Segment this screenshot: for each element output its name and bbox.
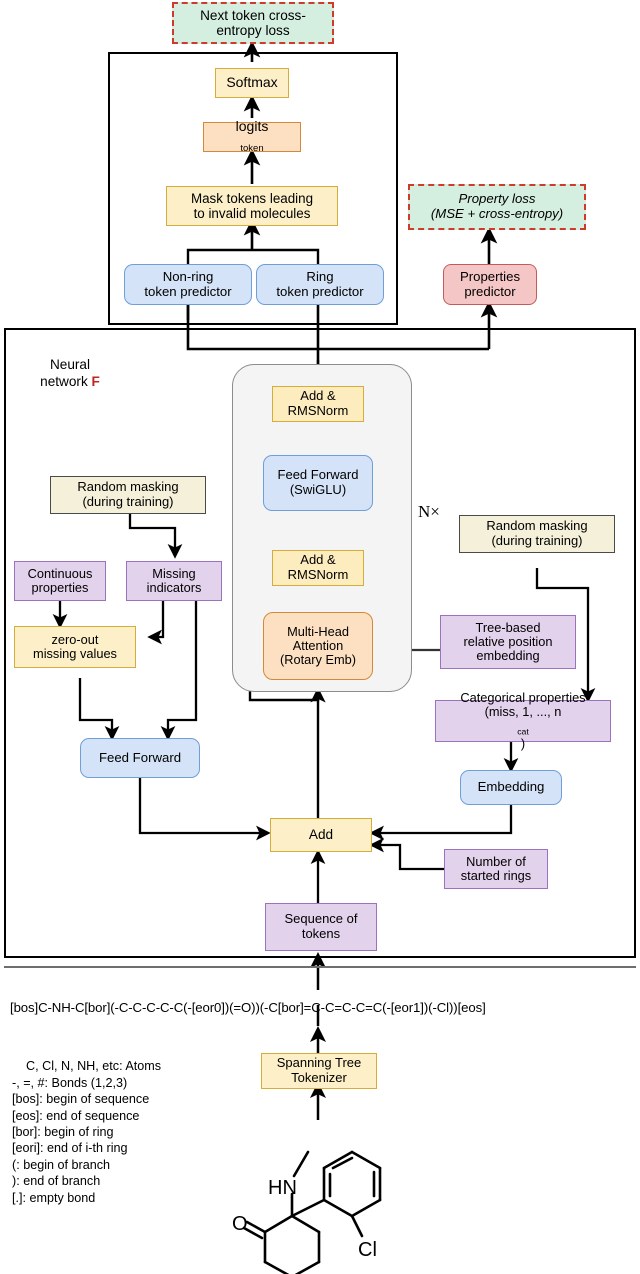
nonring-token-predictor-label: Non-ring token predictor — [144, 268, 232, 299]
prediction-head-frame — [108, 52, 398, 325]
spanning-tree-tokenizer-label: Spanning Tree Tokenizer — [276, 1055, 362, 1085]
atom-label-HN: HN — [268, 1177, 297, 1199]
tree-position-embedding-label: Tree-based relative position embedding — [463, 619, 553, 664]
repeat-marker-label: N× — [418, 502, 440, 521]
categorical-properties-line1: Categorical properties — [460, 689, 586, 705]
atom-label-O: O — [232, 1213, 248, 1235]
ring-token-predictor-label: Ring token predictor — [276, 268, 364, 299]
softmax-label: Softmax — [226, 74, 278, 91]
softmax-box: Softmax — [215, 68, 289, 98]
embedding-box: Embedding — [460, 770, 562, 805]
neural-network-frame — [4, 328, 636, 958]
ncat-subscript: cat — [517, 726, 529, 737]
add-label: Add — [308, 827, 334, 843]
spanning-tree-tokenizer-box: Spanning Tree Tokenizer — [261, 1053, 377, 1089]
missing-indicators-label: Missing indicators — [146, 565, 202, 595]
add-box: Add — [270, 818, 372, 852]
section-divider — [4, 966, 636, 968]
properties-predictor-box: Properties predictor — [443, 264, 537, 305]
sequence-of-tokens-box: Sequence of tokens — [265, 903, 377, 951]
multihead-attention-label: Multi-Head Attention (Rotary Emb) — [279, 623, 357, 668]
feed-forward-box: Feed Forward — [80, 738, 200, 778]
add-rmsnorm-top-box: Add & RMSNorm — [272, 386, 364, 422]
mask-tokens-box: Mask tokens leading to invalid molecules — [166, 186, 338, 226]
add-rmsnorm-bottom-box: Add & RMSNorm — [272, 550, 364, 586]
neural-network-label-line1: Neural — [49, 357, 91, 372]
atom-label-Cl: Cl — [358, 1239, 377, 1261]
continuous-properties-label: Continuous properties — [27, 565, 93, 595]
mask-tokens-label: Mask tokens leading to invalid molecules — [190, 191, 314, 221]
next-token-loss-label: Next token cross- entropy loss — [200, 7, 306, 38]
token-sequence-string: [bos]C-NH-C[bor](-C-C-C-C-C(-[eor0])(=O)… — [10, 1000, 486, 1015]
token-legend: C, Cl, N, NH, etc: Atoms -, =, #: Bonds … — [12, 1042, 161, 1222]
number-started-rings-box: Number of started rings — [444, 849, 548, 889]
random-masking-right-label: Random masking (during training) — [486, 518, 588, 548]
molecule-structure: HN O Cl — [232, 1150, 382, 1274]
ring-token-predictor-box: Ring token predictor — [256, 264, 384, 305]
continuous-properties-box: Continuous properties — [14, 561, 106, 601]
network-symbol-F: F — [91, 374, 100, 389]
number-started-rings-label: Number of started rings — [460, 853, 532, 883]
properties-predictor-label: Properties predictor — [459, 268, 521, 299]
nonring-token-predictor-box: Non-ring token predictor — [124, 264, 252, 305]
zero-out-box: zero-out missing values — [14, 626, 136, 668]
random-masking-left-box: Random masking (during training) — [50, 476, 206, 514]
neural-network-label-line2: network F — [40, 374, 100, 389]
embedding-label: Embedding — [477, 779, 545, 795]
token-legend-text: C, Cl, N, NH, etc: Atoms -, =, #: Bonds … — [12, 1059, 162, 1205]
add-rmsnorm-top-label: Add & RMSNorm — [287, 388, 349, 418]
random-masking-right-box: Random masking (during training) — [459, 515, 615, 553]
property-loss-box: Property loss (MSE + cross-entropy) — [408, 184, 586, 230]
repeat-marker: N× — [418, 502, 440, 522]
add-rmsnorm-bottom-label: Add & RMSNorm — [287, 552, 349, 582]
multihead-attention-box: Multi-Head Attention (Rotary Emb) — [263, 612, 373, 680]
logits-subscript: token — [240, 142, 264, 154]
sequence-of-tokens-label: Sequence of tokens — [284, 911, 358, 941]
property-loss-label: Property loss (MSE + cross-entropy) — [430, 191, 564, 221]
neural-network-label: Neural network F — [14, 356, 126, 390]
token-sequence-text: [bos]C-NH-C[bor](-C-C-C-C-C(-[eor0])(=O)… — [10, 1000, 486, 1015]
next-token-loss-box: Next token cross- entropy loss — [172, 2, 334, 44]
feed-forward-swiglu-label: Feed Forward (SwiGLU) — [277, 467, 359, 497]
missing-indicators-box: Missing indicators — [126, 561, 222, 601]
feed-forward-label: Feed Forward — [98, 749, 182, 765]
feed-forward-swiglu-box: Feed Forward (SwiGLU) — [263, 455, 373, 511]
tree-position-embedding-box: Tree-based relative position embedding — [440, 615, 576, 669]
zero-out-label: zero-out missing values — [33, 631, 117, 661]
random-masking-left-label: Random masking (during training) — [77, 479, 179, 509]
